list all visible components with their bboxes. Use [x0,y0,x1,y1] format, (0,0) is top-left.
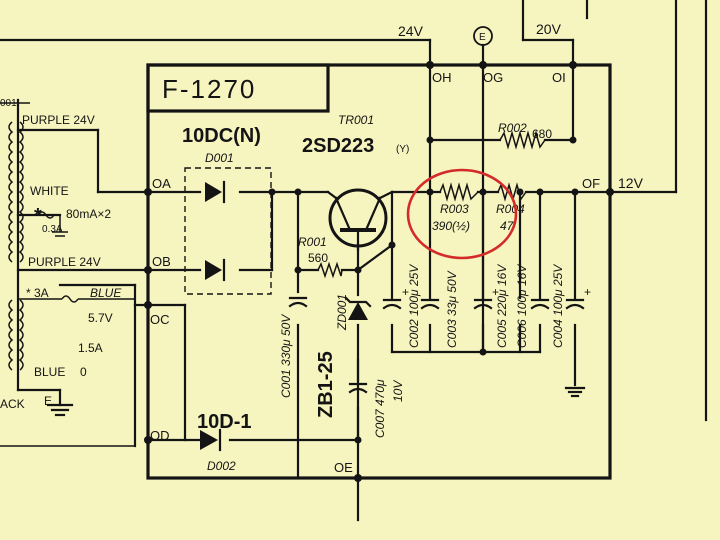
transformer-purple-bottom: PURPLE 24V [28,255,101,269]
node-oh: OH [432,70,452,85]
capacitor-c005-symbol [473,298,493,310]
capacitor-c007-voltage: 10V [391,380,405,402]
supply-24v-label: 24V [398,23,424,39]
capacitor-c006-label: C006 100μ 16V [515,264,529,348]
output-12v-label: 12V [618,175,644,191]
capacitor-c007-symbol [348,382,368,394]
diode-bridge-d2-symbol [205,258,226,282]
resistor-r001-value: 560 [308,251,328,265]
transformer-mark: 001 [0,98,17,109]
capacitor-c004-label: C004 100μ 25V [551,264,565,348]
diode-bridge-d1-symbol [205,180,226,204]
capacitor-c004-symbol [565,298,585,310]
transformer-windings [8,121,24,371]
board-id: F-1270 [162,74,256,104]
resistor-r003-symbol [439,182,479,202]
capacitor-c002-symbol [382,298,402,310]
resistor-r001-ref: R001 [298,235,327,249]
resistor-r002-value: 680 [532,127,552,141]
capacitor-c005-plus: + [492,285,499,299]
capacitor-c003-label: C003 33μ 50V [445,270,459,348]
transistor-rank: (Y) [396,144,409,155]
capacitor-c002-plus: + [402,285,409,299]
transistor-part: 2SD223 [302,135,374,157]
node-oi: OI [552,70,566,85]
transformer-fuse1-star: * [34,205,42,227]
diode-bridge-outline [184,167,272,295]
fuse-03a-symbol [37,211,55,219]
e-marker-circle [473,26,493,46]
supply-20v-label: 20V [536,21,562,37]
node-ob: OB [152,254,171,269]
transformer-fuse2: * 3A [26,286,49,300]
resistor-r004-ref: R004 [496,202,525,216]
node-og: OG [483,70,503,85]
transformer-current: 80mA×2 [66,207,111,221]
resistor-r004-value: 47 [500,219,515,233]
junction-dots [144,61,614,482]
fuse-3a-symbol [18,295,135,303]
capacitor-c002-label: C002 100μ 25V [407,264,421,348]
highlight-r003-circle [406,168,518,260]
board-label-frame [146,63,330,113]
diode-bridge-type: 10DC(N) [182,125,261,147]
zener-zd001-symbol [344,296,372,320]
e-marker-label: E [479,32,486,43]
transformer-blue-top: BLUE [90,286,122,300]
resistor-r003-value: 390(½) [432,219,470,233]
transformer-blue-bottom: BLUE [34,365,65,379]
resistor-r001-symbol [317,261,343,279]
zener-zd001-ref: ZD001 [335,294,349,331]
wires [0,0,708,522]
transformer-purple-top: PURPLE 24V [22,113,95,127]
resistor-r003-ref: R003 [440,202,469,216]
resistor-r004-symbol [497,182,527,202]
transistor-symbol [326,188,394,252]
resistor-r002-ref: R002 [498,121,527,135]
node-oe: OE [334,460,353,475]
capacitor-c001-label: C001 330μ 50V [279,314,293,398]
transistor-ref: TR001 [338,113,374,127]
node-od: OD [150,428,170,443]
diode-d002-type: 10D-1 [197,411,251,433]
transformer-white: WHITE [30,184,69,198]
capacitor-c001-symbol [288,296,308,308]
capacitor-c006-symbol [530,298,550,310]
transformer-v57: 5.7V [88,311,113,325]
node-oa: OA [152,176,171,191]
node-oc: OC [150,312,170,327]
ground-e-label: E [44,394,52,408]
diode-d002-ref: D002 [207,459,236,473]
capacitor-c007-label: C007 470μ [373,379,387,438]
capacitor-c003-symbol [420,298,440,310]
transformer-fuse1: 0.3A [42,224,63,235]
capacitor-c005-label: C005 220μ 16V [495,264,509,348]
resistor-r002-symbol [499,130,546,150]
diode-d002-symbol [200,428,222,452]
transformer-a15: 1.5A [78,341,103,355]
diode-bridge-ref: D001 [205,151,234,165]
node-of: OF [582,176,600,191]
zener-part: ZB1-25 [315,351,337,418]
capacitor-c004-plus: + [584,285,591,299]
transformer-zero: 0 [80,365,87,379]
jack-label: ACK [0,397,25,411]
